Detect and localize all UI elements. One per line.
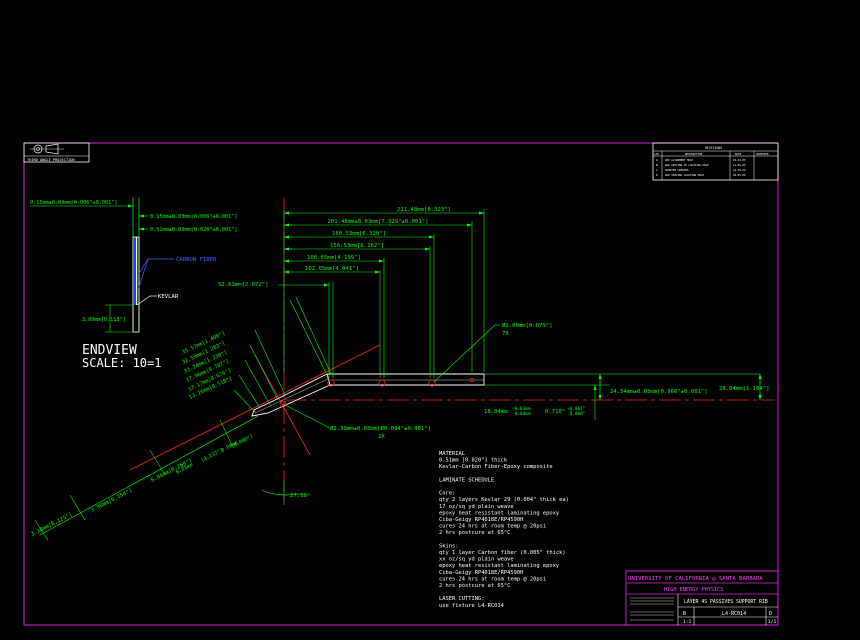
horizontal-dim: 156.53mm[6.162"]	[330, 243, 384, 249]
note-line: qty 1 layer Carbon fiber (0.005" thick)	[439, 550, 566, 556]
dim-small-tol-minus: -0.00mm	[512, 411, 531, 417]
endview-dim-thickness-2: 0.15mm±0.03mm[0.006"±0.001"]	[150, 214, 237, 220]
dim-52-63: 52.63mm[2.072"]	[218, 282, 269, 288]
endview-title: ENDVIEW	[82, 343, 137, 358]
projection-block: THIRD ANGLE PROJECTION	[23, 142, 90, 163]
hole	[378, 379, 386, 387]
revision-desc: ADD ALIGNMENT HOLE	[665, 158, 694, 162]
hole	[428, 379, 436, 387]
note-line: Core:	[439, 491, 455, 497]
revision-desc: ADD SPACING TO LOCATING HOLE	[665, 163, 709, 167]
note-line: 0.51mm [0.020"] thick	[439, 458, 508, 464]
tooling-hole	[469, 377, 474, 382]
note-line: cures 24 hrs at room temp @ 20psi	[439, 524, 546, 530]
drawing-scale: 1:1	[683, 619, 692, 625]
revision-ltr: D	[656, 173, 658, 177]
revision-date: 12-10-03	[733, 168, 746, 172]
horizontal-dim: 211.48mm[8.323"]	[397, 207, 451, 213]
dim-lower-1: 3.18mm[0.125"]	[30, 512, 73, 538]
note-line: xx oz/sq yd plain weave	[439, 557, 514, 563]
revision-desc: SHORTEN LENGTHS	[665, 168, 689, 172]
horizontal-dim: 201.48mm±0.03mm[7.929"±0.001"]	[327, 219, 428, 225]
hole	[327, 379, 335, 387]
note-line: 2 hrs postcure at 65°C	[439, 583, 510, 589]
note-line: Kevlar-Carbon Fiber-Epoxy composite	[439, 464, 553, 470]
horizontal-dim: 106.65mm[4.199"]	[307, 255, 361, 261]
dim-small-itol-plus: +0.001"	[567, 406, 586, 412]
revision-letter: D	[769, 611, 772, 617]
tooling-hole	[279, 400, 287, 408]
angled-center-line-1	[129, 344, 381, 471]
revision-date: 11-05-03	[733, 163, 746, 167]
horizontal-dim: 102.65mm[4.041"]	[305, 266, 359, 272]
hole-callout-qty: 7X	[502, 331, 509, 337]
dim-small: 18.04mm	[484, 409, 508, 415]
note-line: LAMINATE SCHEDULE	[439, 477, 494, 483]
revision-header: REVISIONS	[705, 146, 722, 150]
rev-col-approved: APPROVED	[756, 152, 769, 156]
dim-small-tol-plus: +0.03mm	[512, 406, 531, 412]
note-line: cures 24 hrs at room temp @ 20psi	[439, 576, 546, 582]
department-name: HIGH ENERGY PHYSICS	[664, 587, 723, 593]
endview-scale: SCALE: 10=1	[82, 356, 161, 370]
note-line: qty 2 layers Kevlar 29 (0.004" thick ea)	[439, 497, 569, 503]
endview-dim-height: 3.00mm[0.118"]	[82, 317, 126, 323]
note-line: Skins:	[439, 543, 458, 549]
endview-dim-thickness-1: 0.15mm±0.03mm[0.006"±0.001"]	[30, 200, 117, 206]
note-line: epoxy heat resistant laminating epoxy	[439, 510, 560, 516]
title-block: UNIVERSITY OF CALIFORNIA @ SANTA BARBARA…	[625, 570, 779, 626]
drawing-number: L4-RC014	[722, 611, 746, 617]
note-line: 2 hrs postcure at 65°C	[439, 530, 510, 536]
dim-angle: 27.00°	[290, 493, 310, 499]
rib-horizontal-arm	[327, 373, 485, 386]
dim-small-inch: 0.710"	[545, 409, 565, 415]
dim-lower-2: 3.90mm[0.154"]	[90, 488, 133, 514]
dim-small-itol-minus: -0.000"	[567, 411, 586, 417]
tool-hole-qty: 2X	[378, 434, 385, 440]
revision-ltr: A	[656, 158, 658, 162]
note-line: LASER CUTTING:	[439, 596, 484, 602]
rev-col-desc: DESCRIPTION	[685, 152, 703, 156]
dim-right-28-04: 28.04mm[1.104"]	[719, 386, 770, 392]
kevlar-label: KEVLAR	[158, 294, 179, 300]
revision-ltr: C	[656, 168, 658, 172]
endview: 0.15mm±0.03mm[0.006"±0.001"] 0.15mm±0.03…	[30, 197, 237, 370]
sheet-border	[23, 142, 779, 626]
endview-outline	[132, 236, 140, 333]
rib-angled-arm	[251, 373, 331, 417]
tool-hole-callout: Ø2.39mm±0.03mm[Ø0.094"±0.001"]	[330, 425, 431, 432]
revision-desc: ADD TOOLING LOCATING HOLE	[665, 173, 704, 177]
revision-date: 10-23-03	[733, 158, 746, 162]
note-line: Ciba-Geigy RP4018E/RP4590H	[439, 517, 523, 523]
carbon-fiber-label: CARBON FIBER	[176, 257, 217, 263]
part-title: LAYER 4S PASSIVES SUPPORT RIB	[684, 599, 768, 605]
sheet-size: B	[683, 611, 686, 617]
horizontal-dim: 160.53mm[6.320"]	[332, 231, 386, 237]
endview-kevlar-core	[136, 237, 137, 305]
revision-ltr: B	[656, 163, 658, 167]
sheet-number: 1/1	[768, 619, 777, 625]
dim-height-24-54: 24.54mm±0.03mm[0.966"±0.001"]	[610, 389, 708, 395]
university-name: UNIVERSITY OF CALIFORNIA @ SANTA BARBARA	[628, 576, 763, 582]
projection-label: THIRD ANGLE PROJECTION	[27, 158, 75, 162]
rev-col-ltr: LTR	[654, 152, 659, 156]
revision-date: 02-03-04	[733, 173, 746, 177]
note-line: 17 oz/sq yd plain weave	[439, 504, 514, 510]
dim-lower-5-inch: [0.000"]	[230, 433, 254, 449]
note-line: MATERIAL	[439, 451, 465, 457]
endview-dim-thickness-3: 0.51mm±0.03mm[0.020"±0.001"]	[150, 227, 237, 233]
angled-center-line-2	[254, 354, 311, 456]
note-line: use fixture L4-RC014	[439, 603, 504, 609]
note-line: Ciba-Geigy RP4018E/RP4590H	[439, 570, 523, 576]
hole-callout-dia: Ø2.00mm[0.079"]	[502, 322, 553, 329]
note-line: epoxy heat resistant laminating epoxy	[439, 563, 560, 569]
revision-block: REVISIONS LTR DESCRIPTION DATE APPROVED …	[652, 142, 779, 181]
rev-col-date: DATE	[735, 152, 742, 156]
